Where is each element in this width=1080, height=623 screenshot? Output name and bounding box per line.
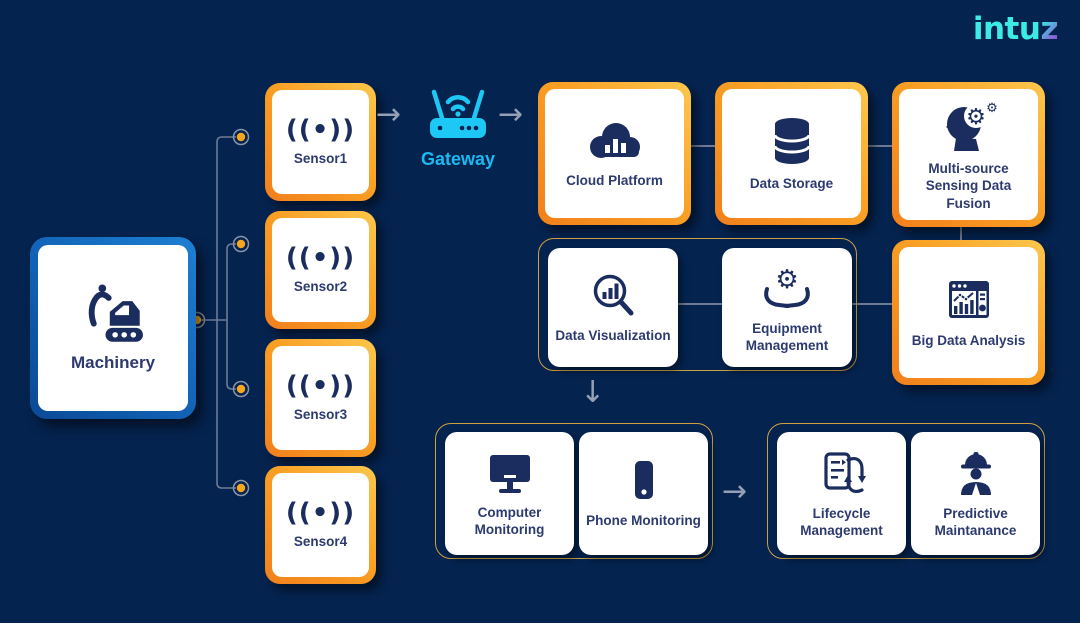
database-icon xyxy=(764,114,820,168)
worker-icon xyxy=(948,448,1004,498)
gateway-label: Gateway xyxy=(420,149,496,169)
computer-monitoring-label: Computer Monitoring xyxy=(474,504,545,537)
equipment-management-node: ⚙ Equipment Management xyxy=(722,248,852,367)
connector-dots xyxy=(188,128,250,497)
arrow-right-icon: → xyxy=(376,97,402,132)
signal-icon: ((•)) xyxy=(285,114,356,145)
data-visualization-node: Data Visualization xyxy=(548,248,678,367)
lifecycle-management-label: Lifecycle Management xyxy=(800,505,883,538)
lifecycle-management-node: Lifecycle Management xyxy=(777,432,906,555)
cloud-platform-label: Cloud Platform xyxy=(566,173,663,189)
predictive-maintenance-node: Predictive Maintanance xyxy=(911,432,1040,555)
sensor1-label: Sensor1 xyxy=(293,150,348,166)
sensor3-label: Sensor3 xyxy=(293,406,348,422)
hands-gear-icon: ⚙ xyxy=(756,261,818,313)
data-storage-node: Data Storage xyxy=(715,82,868,225)
svg-text:⚙: ⚙ xyxy=(775,265,798,295)
data-storage-label: Data Storage xyxy=(749,176,834,192)
machinery-node: Machinery xyxy=(30,237,196,419)
svg-text:⚙: ⚙ xyxy=(986,101,998,116)
outer-trunk-line xyxy=(216,136,236,489)
magnifier-chart-icon xyxy=(584,270,642,320)
arrow-right-icon: → xyxy=(722,474,748,509)
predictive-maintenance-label: Predictive Maintanance xyxy=(934,505,1017,538)
equipment-management-label: Equipment Management xyxy=(745,320,829,353)
signal-icon: ((•)) xyxy=(285,370,356,401)
data-fusion-node: ⚙ ⚙ Multi-source Sensing Data Fusion xyxy=(892,82,1045,227)
computer-monitoring-node: Computer Monitoring xyxy=(445,432,574,555)
signal-icon: ((•)) xyxy=(285,242,356,273)
signal-icon: ((•)) xyxy=(285,497,356,528)
big-data-analysis-node: Big Data Analysis xyxy=(892,240,1045,385)
document-refresh-icon xyxy=(814,448,870,498)
smartphone-icon xyxy=(616,457,672,505)
wifi-router-icon xyxy=(418,84,498,144)
sensor2-label: Sensor2 xyxy=(293,278,348,294)
data-visualization-label: Data Visualization xyxy=(555,328,671,344)
monitoring-group xyxy=(435,423,713,559)
sensor4-label: Sensor4 xyxy=(293,533,348,549)
monitor-icon xyxy=(482,449,538,497)
phone-monitoring-node: Phone Monitoring xyxy=(579,432,708,555)
phone-monitoring-label: Phone Monitoring xyxy=(586,513,701,529)
sensor4-node: ((•)) Sensor4 xyxy=(265,466,376,584)
svg-text:⚙: ⚙ xyxy=(966,105,986,130)
sensor1-node: ((•)) Sensor1 xyxy=(265,83,376,201)
logo-text: intu xyxy=(972,11,1041,47)
arrow-right-icon: → xyxy=(498,97,524,132)
visualization-management-group xyxy=(538,238,857,371)
head-gears-icon: ⚙ ⚙ xyxy=(938,97,1000,153)
sensor3-node: ((•)) Sensor3 xyxy=(265,339,376,457)
dashboard-chart-icon xyxy=(941,275,997,325)
inner-trunk-line xyxy=(226,243,236,390)
big-data-analysis-label: Big Data Analysis xyxy=(911,333,1026,349)
intuz-logo: intuz xyxy=(972,11,1059,47)
excavator-icon xyxy=(77,283,149,345)
arrow-down-icon: ↓ xyxy=(580,375,606,410)
cloud-chart-icon xyxy=(583,117,647,165)
lifecycle-group xyxy=(767,423,1045,559)
data-fusion-label: Multi-source Sensing Data Fusion xyxy=(925,161,1012,211)
logo-accent-letter: z xyxy=(1040,11,1058,47)
cloud-platform-node: Cloud Platform xyxy=(538,82,691,225)
machinery-label: Machinery xyxy=(70,352,156,372)
sensor2-node: ((•)) Sensor2 xyxy=(265,211,376,329)
